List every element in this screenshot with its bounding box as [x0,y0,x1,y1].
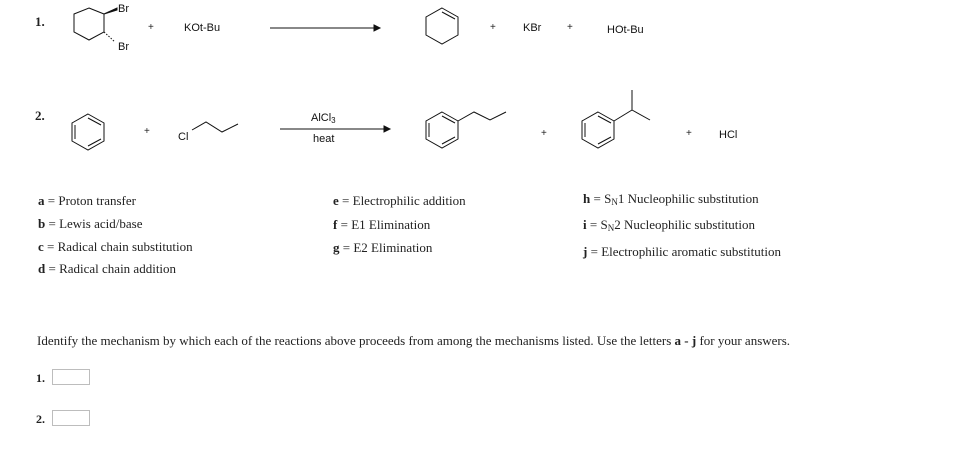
propylbenzene-structure [425,111,507,149]
mechanism-letter: d [38,261,46,276]
mechanism-text: Proton transfer [58,193,136,208]
mechanism-subscript: N [611,197,618,207]
answer-2-label: 2. [36,412,45,426]
question-letter-range: a - j [674,333,697,348]
mechanism-separator: = [590,191,605,206]
mechanism-i: i = SN2 Nucleophilic substitution [583,217,781,236]
mechanism-letter: i [583,217,587,232]
mechanism-separator: = [587,244,602,259]
answer-1-input[interactable] [52,369,90,385]
mechanism-text: E2 Elimination [353,240,433,255]
isopropylbenzene-structure [581,90,651,149]
mechanism-separator: = [44,193,59,208]
mechanism-letter: a [38,193,45,208]
mechanism-subscript: N [607,223,615,233]
mechanism-h: h = SN1 Nucleophilic substitution [583,191,781,210]
answer-2-input[interactable] [52,410,90,426]
mechanism-text: E1 Elimination [351,217,431,232]
mechanism-list-column-1: a = Proton transfer b = Lewis acid/base … [38,193,193,277]
mechanism-separator: = [45,216,60,231]
answer-1-label: 1. [36,371,45,385]
reaction-1-number: 1. [35,14,45,29]
question-text-end: for your answers. [696,333,791,348]
mechanism-e: e = Electrophilic addition [333,193,466,209]
mechanism-letter: j [583,244,588,259]
chloro-atom-label: Cl [178,131,189,143]
question-text: Identify the mechanism by which each of … [37,333,675,348]
mechanism-text: 1 Nucleophilic substitution [617,191,759,206]
plus-sign: + [686,128,692,139]
plus-sign: + [490,22,496,33]
reaction-2-arrow [280,125,392,133]
mechanism-text: Radical chain substitution [57,239,193,254]
mechanism-c: c = Radical chain substitution [38,239,193,255]
plus-sign: + [541,128,547,139]
plus-sign: + [144,126,150,137]
reactant-bromo-bottom-label: Br [118,41,129,53]
reagent-kotbu: KOt-Bu [184,22,221,34]
mechanism-text: Radical chain addition [59,261,177,276]
mechanism-separator: = [45,261,60,276]
mechanism-text: Lewis acid/base [59,216,143,231]
mechanism-list-column-2: e = Electrophilic addition f = E1 Elimin… [333,193,466,256]
mechanism-text: Electrophilic aromatic substitution [601,244,781,259]
dibromocyclohexane-structure [73,7,118,43]
mechanism-letter: e [333,193,339,208]
mechanism-g: g = E2 Elimination [333,240,466,256]
reaction-1-arrow [270,24,382,32]
cyclohexene-structure [425,7,459,45]
mechanism-f: f = E1 Elimination [333,217,466,233]
plus-sign: + [567,22,573,33]
chloropropane-chain [191,121,239,133]
mechanism-separator: = [339,240,354,255]
mechanism-d: d = Radical chain addition [38,261,193,277]
mechanism-letter: g [333,240,340,255]
question-prompt: Identify the mechanism by which each of … [37,333,790,349]
mechanism-j: j = Electrophilic aromatic substitution [583,244,781,260]
mechanism-prefix: S [600,217,608,232]
mechanism-letter: c [38,239,44,254]
mechanism-separator: = [586,217,601,232]
byproduct-kbr: KBr [523,22,542,34]
mechanism-separator: = [43,239,58,254]
benzene-structure [71,113,105,151]
mechanism-prefix: S [604,191,612,206]
byproduct-hcl: HCl [719,129,738,141]
mechanism-a: a = Proton transfer [38,193,193,209]
byproduct-hotbu: HOt-Bu [607,24,644,36]
catalyst-alcl3: AlCl3 [311,112,336,125]
mechanism-letter: b [38,216,46,231]
mechanism-b: b = Lewis acid/base [38,216,193,232]
catalyst-subscript: 3 [331,116,336,125]
plus-sign: + [148,22,154,33]
reaction-2-number: 2. [35,108,45,123]
condition-heat: heat [313,133,335,145]
mechanism-text: Electrophilic addition [352,193,466,208]
mechanism-letter: f [333,217,338,232]
mechanism-list-column-3: h = SN1 Nucleophilic substitution i = SN… [583,191,781,260]
mechanism-letter: h [583,191,591,206]
reactant-bromo-top-label: Br [118,3,129,15]
catalyst-main: AlCl [311,112,332,124]
mechanism-separator: = [338,193,353,208]
mechanism-separator: = [337,217,352,232]
mechanism-text: 2 Nucleophilic substitution [614,217,756,232]
